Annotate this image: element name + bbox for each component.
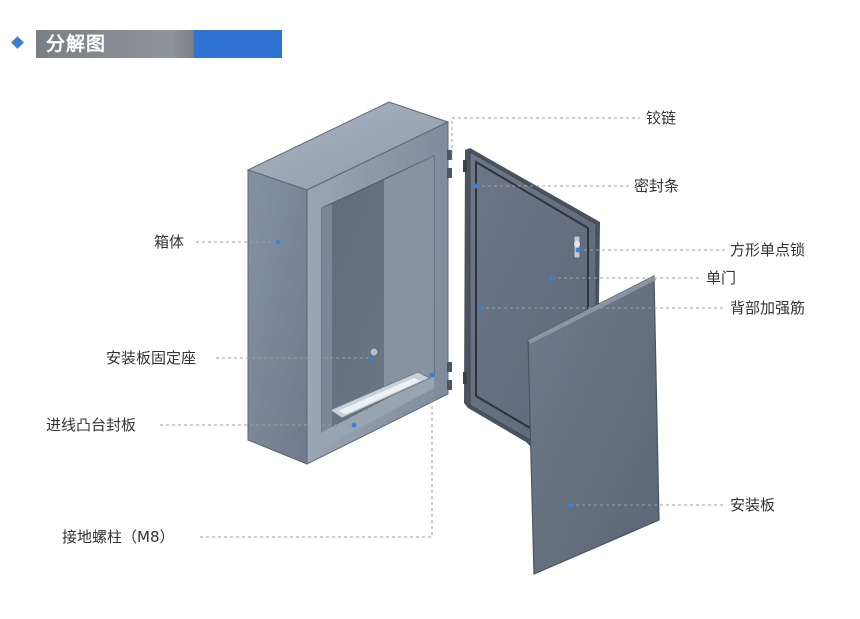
title-bar bbox=[36, 30, 282, 58]
leader-lines bbox=[160, 117, 726, 538]
section-title: 分解图 bbox=[46, 33, 107, 55]
label-ground-stud: 接地螺柱（M8） bbox=[62, 528, 175, 546]
label-lock: 方形单点锁 bbox=[730, 241, 806, 259]
label-seal: 密封条 bbox=[634, 177, 680, 195]
label-gland-plate: 进线凸台封板 bbox=[46, 416, 137, 434]
enclosure-box bbox=[246, 101, 452, 465]
label-box: 箱体 bbox=[154, 233, 185, 251]
label-rib: 背部加强筋 bbox=[730, 299, 806, 317]
section-header: 分解图 bbox=[0, 0, 860, 80]
mounting-plate bbox=[527, 275, 660, 575]
label-door: 单门 bbox=[706, 269, 737, 287]
label-plate-mount: 安装板固定座 bbox=[106, 349, 197, 367]
label-mounting-plate: 安装板 bbox=[730, 496, 776, 514]
callout-dots bbox=[275, 183, 581, 508]
label-hinge: 铰链 bbox=[646, 109, 677, 127]
